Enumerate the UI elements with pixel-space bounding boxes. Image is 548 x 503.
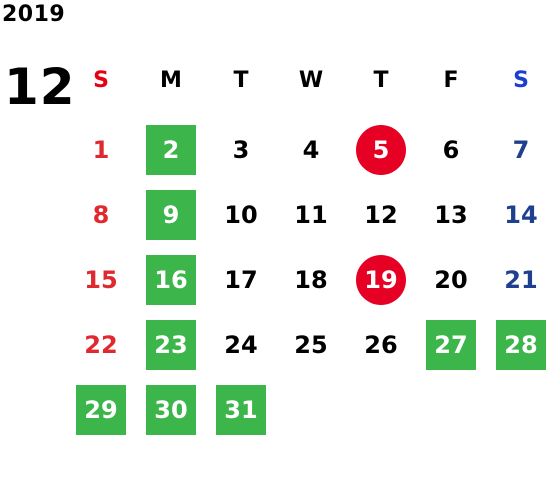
day-cell-20: 20 [434,266,468,294]
day-cell-16: 16 [146,255,196,305]
day-cell-9: 9 [146,190,196,240]
weekday-header-fri: F [443,68,459,93]
day-cell-31: 31 [216,385,266,435]
day-cell-1: 1 [92,136,110,164]
weekday-header-wed: W [298,68,324,93]
day-cell-24: 24 [224,331,258,359]
day-cell-30: 30 [146,385,196,435]
day-cell-17: 17 [224,266,258,294]
day-cell-18: 18 [294,266,328,294]
day-cell-6: 6 [442,136,460,164]
weekday-header-mon: M [160,68,182,93]
day-cell-23: 23 [146,320,196,370]
weekday-header-thu: T [373,68,389,93]
day-cell-29: 29 [76,385,126,435]
day-cell-11: 11 [294,201,328,229]
day-cell-28: 28 [496,320,546,370]
day-cell-7: 7 [512,136,530,164]
day-cell-25: 25 [294,331,328,359]
day-cell-14: 14 [504,201,538,229]
year-label: 2019 [2,2,66,27]
day-cell-15: 15 [84,266,118,294]
day-cell-4: 4 [302,136,320,164]
day-cell-2: 2 [146,125,196,175]
month-label: 12 [4,58,76,116]
day-cell-12: 12 [364,201,398,229]
day-cell-21: 21 [504,266,538,294]
day-cell-19: 19 [356,255,406,305]
day-cell-3: 3 [232,136,250,164]
day-cell-26: 26 [364,331,398,359]
weekday-header-sun: S [93,68,109,93]
day-cell-8: 8 [92,201,110,229]
day-cell-27: 27 [426,320,476,370]
day-cell-10: 10 [224,201,258,229]
day-cell-5: 5 [356,125,406,175]
weekday-header-tue: T [233,68,249,93]
day-cell-22: 22 [84,331,118,359]
weekday-header-sat: S [513,68,529,93]
day-cell-13: 13 [434,201,468,229]
